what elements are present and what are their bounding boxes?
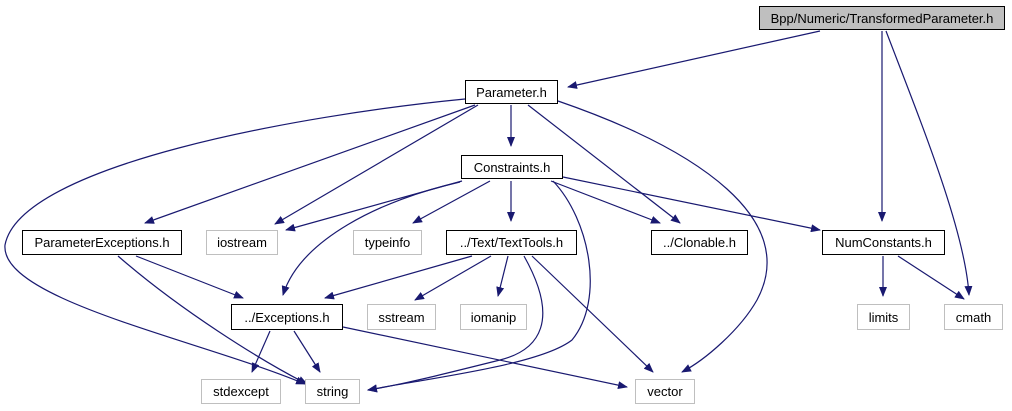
node-sstream: sstream bbox=[367, 304, 436, 330]
node-label: ../Clonable.h bbox=[663, 235, 736, 250]
edge-texttools-to-iomanip bbox=[496, 255, 509, 297]
edge-exceptions-to-string bbox=[293, 330, 321, 373]
node-clonable[interactable]: ../Clonable.h bbox=[651, 230, 748, 255]
node-label: ../Exceptions.h bbox=[244, 309, 330, 325]
node-label: sstream bbox=[378, 309, 425, 325]
edge-paramexc-to-string bbox=[117, 255, 308, 385]
edge-parameter-to-clonable bbox=[527, 104, 681, 224]
node-numconstants[interactable]: NumConstants.h bbox=[822, 230, 945, 255]
node-parameter[interactable]: Parameter.h bbox=[465, 80, 558, 104]
node-label: Constraints.h bbox=[473, 159, 551, 175]
node-label: stdexcept bbox=[213, 384, 269, 399]
node-label: string bbox=[316, 384, 349, 399]
edge-constraints-to-exceptions bbox=[281, 181, 461, 296]
node-parameter-exceptions[interactable]: ParameterExceptions.h bbox=[22, 230, 182, 255]
node-label: limits bbox=[868, 309, 899, 325]
node-label: typeinfo bbox=[364, 235, 411, 250]
edge-paramexc-to-exceptions bbox=[135, 255, 244, 299]
edge-texttools-to-vector bbox=[531, 255, 654, 373]
node-limits: limits bbox=[857, 304, 910, 330]
node-label: Bpp/Numeric/TransformedParameter.h bbox=[770, 10, 994, 26]
node-cmath: cmath bbox=[944, 304, 1003, 330]
node-iomanip: iomanip bbox=[460, 304, 527, 330]
node-texttools[interactable]: ../Text/TextTools.h bbox=[446, 230, 577, 255]
edge-constraints-to-typeinfo bbox=[412, 180, 491, 224]
node-label: Parameter.h bbox=[476, 84, 547, 100]
node-string: string bbox=[305, 379, 360, 404]
node-label: ParameterExceptions.h bbox=[34, 235, 170, 250]
node-label: vector bbox=[647, 384, 683, 399]
edge-root-to-parameter bbox=[567, 30, 821, 89]
node-constraints[interactable]: Constraints.h bbox=[461, 155, 563, 179]
edge-parameter-to-iostream bbox=[274, 104, 479, 225]
node-label: iomanip bbox=[470, 309, 517, 325]
edge-constraints-to-string bbox=[367, 180, 591, 393]
edge-texttools-to-sstream bbox=[414, 255, 492, 301]
node-iostream: iostream bbox=[206, 230, 278, 255]
edge-constraints-to-clonable bbox=[550, 180, 661, 224]
edge-texttools-to-exceptions bbox=[324, 255, 473, 300]
node-label: NumConstants.h bbox=[835, 235, 932, 250]
edge-parameter-to-vector bbox=[557, 100, 768, 373]
edge-constraints-to-numconst bbox=[562, 176, 821, 233]
edge-exceptions-to-vector bbox=[342, 326, 628, 390]
node-transformed-parameter: Bpp/Numeric/TransformedParameter.h bbox=[759, 6, 1005, 30]
node-vector: vector bbox=[635, 379, 695, 404]
edge-parameter-to-string bbox=[4, 98, 466, 385]
edge-numconst-to-cmath bbox=[897, 255, 965, 300]
node-label: ../Text/TextTools.h bbox=[459, 235, 564, 250]
edge-root-to-cmath bbox=[885, 30, 973, 296]
edge-exceptions-to-stdexcept bbox=[251, 330, 271, 373]
node-exceptions[interactable]: ../Exceptions.h bbox=[231, 304, 343, 330]
edge-parameter-to-paramexc bbox=[144, 104, 476, 224]
node-label: iostream bbox=[217, 235, 267, 250]
node-label: cmath bbox=[955, 309, 992, 325]
node-stdexcept: stdexcept bbox=[201, 379, 281, 404]
node-typeinfo: typeinfo bbox=[353, 230, 422, 255]
